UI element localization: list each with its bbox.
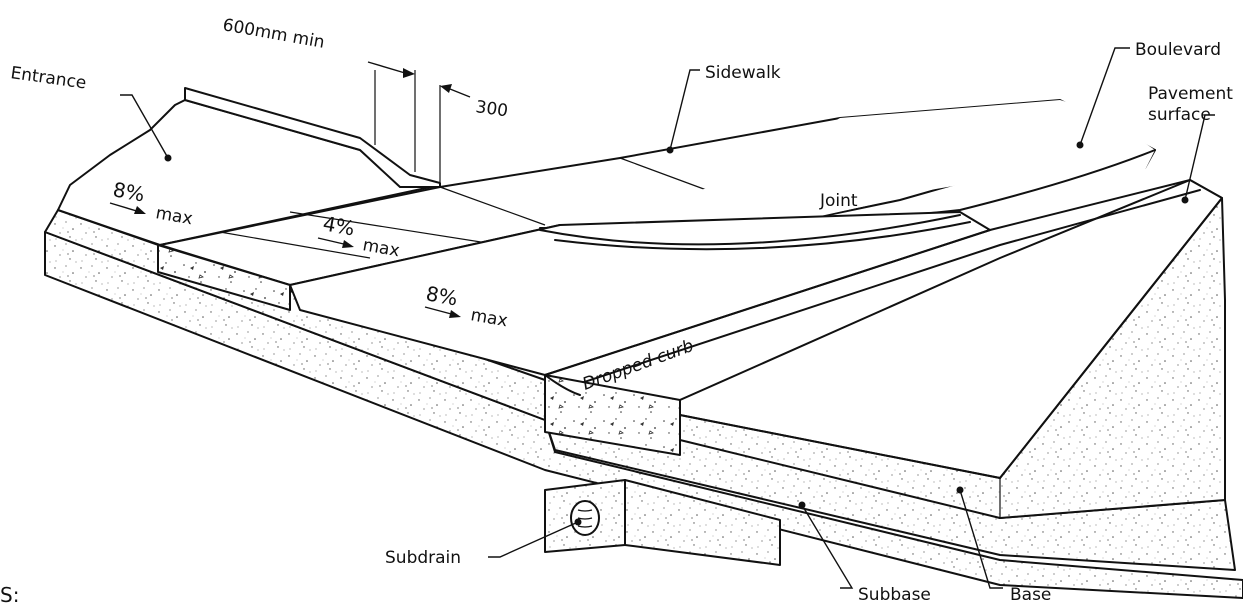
leader-sidewalk bbox=[669, 69, 700, 151]
leader-boulevard bbox=[1079, 47, 1130, 146]
subdrain-pipe-icon bbox=[570, 500, 600, 536]
leader-pavement-surface bbox=[1184, 114, 1215, 201]
label-partial-s: S: bbox=[0, 583, 19, 607]
label-subbase: Subbase bbox=[858, 585, 931, 605]
label-surface-line2: surface bbox=[1148, 105, 1211, 125]
subdrain-box-side bbox=[624, 479, 781, 566]
label-600mm-min: 600mm min bbox=[221, 15, 326, 53]
leader-entrance bbox=[120, 94, 169, 159]
label-sidewalk: Sidewalk bbox=[705, 63, 781, 83]
label-entrance: Entrance bbox=[9, 63, 87, 93]
label-slope-mid-value: 4% bbox=[321, 211, 356, 240]
label-300: 300 bbox=[474, 97, 509, 121]
label-joint: Joint bbox=[819, 191, 858, 211]
boulevard-surface bbox=[560, 100, 1155, 228]
entrance-curb bbox=[184, 87, 441, 188]
label-subdrain: Subdrain bbox=[385, 548, 461, 568]
leader-base bbox=[959, 489, 1003, 589]
label-base: Base bbox=[1010, 585, 1051, 605]
label-slope-left-value: 8% bbox=[111, 177, 146, 206]
label-slope-lower-value: 8% bbox=[424, 281, 459, 310]
label-boulevard: Boulevard bbox=[1135, 40, 1221, 60]
label-pavement-line1: Pavement bbox=[1148, 84, 1233, 104]
leader-subbase bbox=[801, 504, 854, 589]
sidewalk-end-block bbox=[157, 244, 291, 311]
leader-subdrain bbox=[488, 521, 579, 558]
